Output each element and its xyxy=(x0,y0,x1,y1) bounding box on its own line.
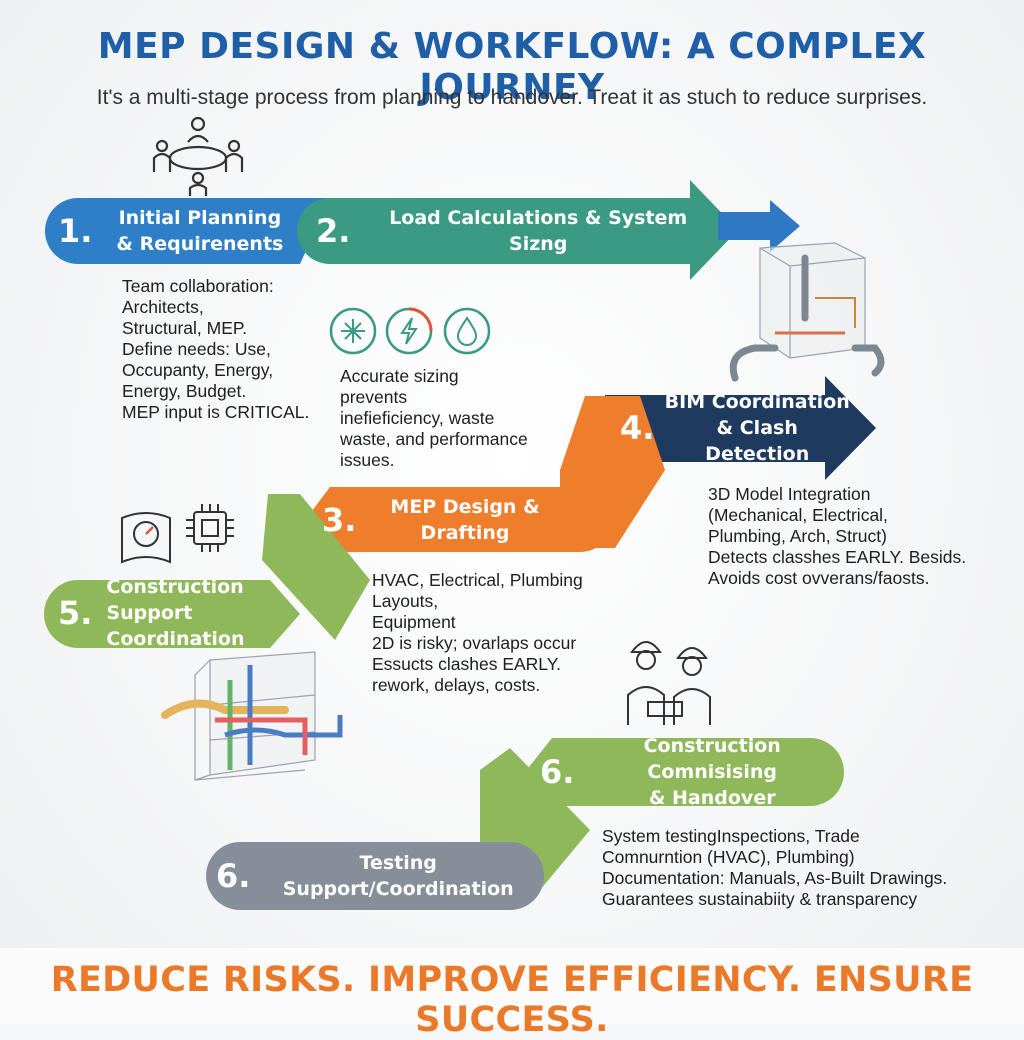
stage-4-number: 4. xyxy=(620,409,655,447)
connector-green-upper xyxy=(262,494,370,640)
stage-6-lower-number: 6. xyxy=(216,857,251,895)
stage-4-title: BIM Coordination & Clash Detection xyxy=(664,391,850,465)
connector-arrow-blue xyxy=(718,200,800,252)
hvac-fan-icon xyxy=(329,307,377,355)
footer-slogan: REDUCE RISKS. IMPROVE EFFICIENCY. ENSURE… xyxy=(50,960,974,1040)
stage-4-shape xyxy=(605,376,876,480)
stage-6-upper-description: System testingInspections, Trade Comnurn… xyxy=(602,826,948,909)
stage-6-upper-shape xyxy=(525,738,844,806)
stage-1-shape xyxy=(45,198,330,264)
stage-5-title: Construction Support Coordination xyxy=(106,576,245,650)
workers-icon xyxy=(627,641,711,725)
stage-4-description: 3D Model Integration (Mechanical, Electr… xyxy=(708,484,967,588)
stage-2-description: Accurate sizing prevents inefieficiency,… xyxy=(340,366,528,470)
stage-1-label-group: 1. Initial Planning & Requirenents xyxy=(58,200,298,262)
stage-5-label-group: 5. Construction Support Coordination xyxy=(58,576,308,650)
stage-6-lower-title: Testing Support/Coordination xyxy=(282,852,514,900)
electric-bolt-icon xyxy=(385,307,433,355)
chip-icon xyxy=(186,504,234,552)
stage-6-upper-title: Construction Comnisising & Handover xyxy=(643,735,781,809)
stage-6-lower-shape xyxy=(206,842,544,910)
footer-band xyxy=(0,948,1024,1024)
stage-3-title: MEP Design & Drafting xyxy=(390,496,540,544)
stage-5-shape xyxy=(44,580,300,648)
page-subtitle: It's a multi-stage process from planning… xyxy=(96,86,928,109)
stage-4-label-group: 4. BIM Coordination & Clash Detection xyxy=(620,391,850,465)
stage-2-label-group: 2. Load Calculations & System Sizng xyxy=(316,200,716,262)
stage-1-title: Initial Planning & Requirenents xyxy=(116,207,284,255)
stage-2-title: Load Calculations & System Sizng xyxy=(389,207,688,255)
stage-2-shape xyxy=(297,180,738,280)
stage-6-upper-number: 6. xyxy=(540,753,575,791)
stage-3-number: 3. xyxy=(322,501,357,539)
stage-3-description: HVAC, Electrical, Plumbing Layouts, Equi… xyxy=(372,570,583,695)
building-model-icon xyxy=(161,651,343,781)
team-meeting-icon xyxy=(152,116,244,196)
stage-2-number: 2. xyxy=(316,212,351,250)
stage-6-lower-label-group: 6. Testing Support/Coordination xyxy=(216,845,536,907)
stage-3-shape xyxy=(305,487,613,552)
stage-1-description: Team collaboration: Architects, Structur… xyxy=(122,276,310,422)
pipe-model-icon xyxy=(729,242,885,382)
stage-3-label-group: 3. MEP Design & Drafting xyxy=(322,489,592,551)
stage-1-number: 1. xyxy=(58,212,93,250)
page-title: MEP DESIGN & WORKFLOW: A COMPLEX JOURNEY xyxy=(97,26,927,108)
stage-5-number: 5. xyxy=(58,594,93,632)
water-drop-icon xyxy=(443,307,491,355)
stage-6-upper-label-group: 6. Construction Comnisising & Handover xyxy=(540,735,840,809)
blueprint-gauge-icon xyxy=(121,512,171,564)
